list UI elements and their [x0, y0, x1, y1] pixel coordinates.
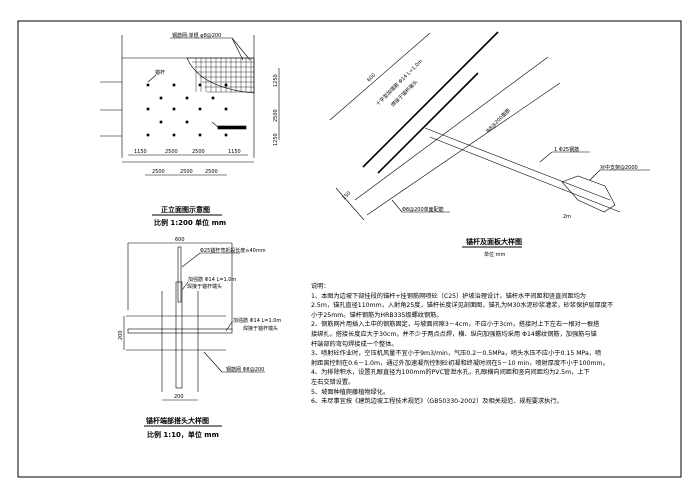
strengthen-label: 加强筋 Φ14 L=1.0m	[233, 317, 281, 324]
anchor-grid	[146, 83, 228, 137]
anchor-detail-unit: 单位 mm	[484, 251, 505, 258]
mesh-hatch	[192, 58, 254, 93]
dim-spacer: 2m	[563, 214, 571, 220]
mesh-layer-label: Φ8@200面筋	[484, 107, 511, 134]
anchor-point	[146, 133, 150, 137]
dim-1150-left: 1150	[134, 149, 147, 155]
dim-600: 600	[175, 237, 185, 243]
dim-150: 150	[341, 190, 352, 201]
joint-detail-title: 锚杆端部搭头大样图	[146, 416, 209, 425]
anchor-point	[172, 107, 176, 111]
note-line: 接绑扎，搭接长度应大于30cm，并不少于两点点焊，横、纵向加强筋均采用 Φ14螺…	[311, 330, 597, 338]
note-line: 小于25mm。锚杆钢筋为HRB335级螺纹钢筋。	[311, 311, 443, 319]
note-line: 4、为排除积水，设置孔眼直径为100mm的PVC管泄水孔，孔眼横向间距和竖向间距…	[311, 369, 590, 377]
anchor-point	[159, 120, 163, 124]
note-line: 杆端部的弯勾焊接成一个整体。	[311, 340, 398, 348]
drain-pipe	[217, 125, 247, 130]
note-line: 2、钢筋网片用插入土中的钢筋固定，与坡面间隙3－4cm，不应小于3cm，搭接时上…	[311, 321, 600, 329]
anchor-bar	[177, 246, 182, 303]
note-line: 2.5m，锚孔直径110mm，入射角25度，锚杆长度详见剖面图，锚孔为M30水泥…	[311, 302, 614, 310]
anchor-point	[185, 96, 189, 100]
front-elevation-title: 正立面图示意图	[161, 205, 210, 214]
anchor-point	[198, 107, 202, 111]
note-line: 射距离控制在0.6－1.0m，通过外加速凝剂控制砼初凝和终凝时间在5－10 mi…	[311, 359, 609, 367]
strengthen-label: 加强筋 Φ14 L=1.0m	[188, 276, 236, 283]
note-line: 6、未尽事宜按《建筑边坡工程技术规范》（GB50330-2002）及相关规范、规…	[311, 398, 563, 406]
dim-2500: 2500	[165, 149, 178, 155]
note-line: 1、本图为边坡下部挂段的锚杆+挂钢筋网喷砼（C25）护坡治理设计，锚杆水平间距和…	[311, 292, 586, 300]
anchor-detail-title: 锚杆及面板大样图	[466, 237, 522, 246]
anchor-point	[172, 83, 176, 87]
mesh-label: 钢筋网 Φ8@200	[226, 366, 264, 373]
joint-detail: 600 200 200 Φ25锚杆弯折段长度≥40mm 加强筋 Φ14 L=1.…	[118, 237, 281, 439]
rebar-label: 1 Φ25钢筋	[554, 146, 579, 153]
strengthen-bar-horizontal	[127, 328, 233, 334]
anchor-point	[224, 107, 228, 111]
anchor-point	[172, 133, 176, 137]
dim-right-1250: 1250	[273, 133, 279, 146]
anchor-point	[198, 133, 202, 137]
anchor-point	[224, 133, 228, 137]
front-elevation: 钢筋网:单根 φ8@200 锚杆 1150 2500 2500 1150 250…	[100, 32, 280, 227]
anchor-point	[146, 107, 150, 111]
anchor-point	[198, 83, 202, 87]
anchor-label: 锚杆	[155, 69, 165, 76]
dim-2500: 2500	[192, 149, 205, 155]
notes-heading: 说明：	[311, 283, 330, 290]
anchor-bar-label: Φ25锚杆弯折段长度≥40mm	[200, 247, 266, 254]
joint-detail-scale: 比例 1:10，单位 mm	[147, 430, 219, 439]
dim-2500: 2500	[180, 169, 193, 175]
centralizer	[561, 175, 616, 213]
dim-600: 600	[366, 72, 377, 83]
design-notes: 说明： 1、本图为边坡下部挂段的锚杆+挂钢筋网喷砼（C25）护坡治理设计，锚杆水…	[311, 282, 681, 407]
sheet-border	[17, 20, 682, 478]
anchor-point	[185, 120, 189, 124]
anchor-point	[224, 83, 228, 87]
anchor-point	[146, 83, 150, 87]
note-line: 左右交错设置。	[311, 378, 355, 386]
single-mesh-label: Φ8@200单面配筋	[402, 206, 444, 213]
note-line: 5、坡面种植爬藤植物绿化。	[311, 388, 390, 396]
dim-200-bottom: 200	[174, 394, 184, 400]
dim-2500: 2500	[205, 169, 218, 175]
front-elevation-scale: 比例 1:200 单位 mm	[154, 218, 226, 227]
strengthen-bar-vertical	[175, 281, 183, 389]
strengthen-label: 焊接于锚杆端头	[187, 283, 222, 290]
note-line: 3、喷射砼作业时，空压机风量不宜小于9m3/min，气压0.2－0.5MPa，喷…	[311, 350, 602, 358]
anchor-point	[159, 96, 163, 100]
centralizer-label: 对中支架@2000	[600, 164, 638, 171]
dim-right-1250: 1250	[273, 74, 279, 87]
mesh-label: 钢筋网:单根 φ8@200	[172, 32, 221, 39]
anchor-detail: 150 600 十字型加强筋 Φ14 L=1.0m 焊接于锚杆端头 Φ8@200…	[329, 31, 650, 258]
mesh-hatch-area	[186, 57, 255, 94]
dim-right-2500: 2500	[273, 109, 279, 122]
dim-2500: 2500	[152, 169, 165, 175]
anchor-point	[211, 96, 215, 100]
dim-200-left: 200	[118, 330, 124, 340]
strengthen-label: 焊接于锚杆端头	[243, 325, 278, 332]
dim-1150-right: 1150	[228, 149, 241, 155]
